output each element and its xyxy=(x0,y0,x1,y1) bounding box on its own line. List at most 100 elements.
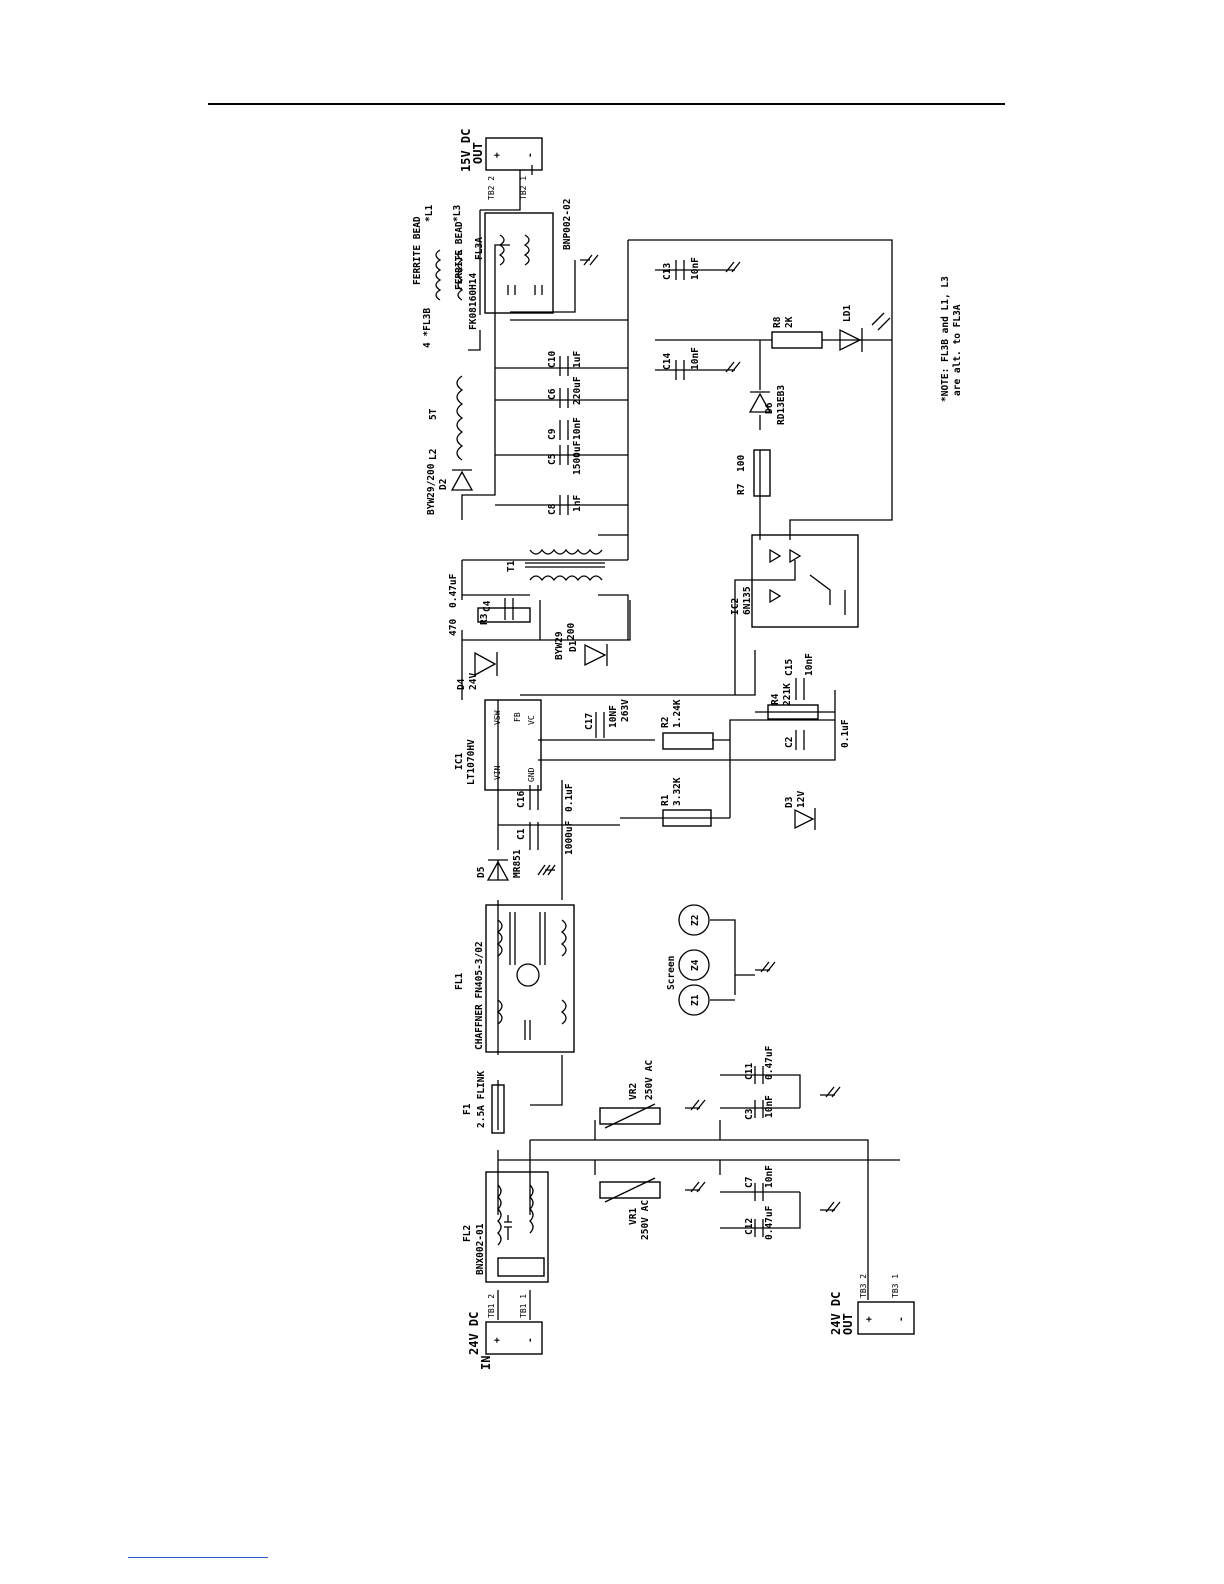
d1-value: 200 xyxy=(566,623,577,640)
l2-inductor: L2 5T xyxy=(428,375,464,461)
c17-extra: 263V xyxy=(620,699,631,722)
c1-ref: C1 xyxy=(516,828,527,840)
connector-15v-out: 15V DC OUT + - TB2 2 TB2 1 xyxy=(459,129,543,200)
r3-value: 470 xyxy=(448,619,459,636)
c7-capacitor: C7 10nF xyxy=(720,1165,800,1201)
vr2-value: 250V AC xyxy=(644,1060,655,1100)
z2-ref: Z2 xyxy=(690,915,701,926)
c11-capacitor: C11 0.47uF xyxy=(720,1045,801,1108)
r2-ref: R2 xyxy=(660,717,671,728)
ic2-ref: IC2 xyxy=(730,598,741,615)
c4-value: 0.47uF xyxy=(448,573,459,608)
c10-value: 1uF xyxy=(572,351,583,368)
conn-out15-title: 15V DC xyxy=(459,129,473,172)
c6-value: 220uF xyxy=(572,376,583,405)
c13-ref: C13 xyxy=(662,263,673,280)
c16-ref: C16 xyxy=(516,791,527,808)
d5-part: MR851 xyxy=(512,849,523,878)
ic1-ref: IC1 xyxy=(454,753,465,770)
z2-terminal xyxy=(678,904,710,936)
screen-label: Screen xyxy=(666,956,677,990)
r4-resistor: R4 221K xyxy=(767,683,819,720)
r2-value: 1.24K xyxy=(672,699,683,728)
c7-ref: C7 xyxy=(744,1177,755,1188)
d2-diode: D2 BYW29/200 xyxy=(426,463,474,515)
fl2-part: BNX002-01 xyxy=(475,1223,486,1275)
conn-out15-minus: - xyxy=(525,152,536,158)
r7-resistor: R7 100 xyxy=(736,449,771,497)
c6-ref: C6 xyxy=(547,388,558,400)
c7-value: 10nF xyxy=(764,1165,775,1188)
c1-capacitor: C1 1000uF xyxy=(516,820,575,855)
screen-group: Screen Z1 Z4 Z2 xyxy=(666,904,710,1016)
c9-ref: C9 xyxy=(547,428,558,440)
z4-terminal xyxy=(678,949,710,981)
d6-ref: D6 xyxy=(764,402,775,414)
conn-in-minus: - xyxy=(525,1337,536,1343)
f1-value: 2.5A FLINK xyxy=(476,1071,487,1128)
ic2-part: 6N135 xyxy=(742,586,753,615)
d2-part: BYW29/200 xyxy=(426,463,437,515)
z1-ref: Z1 xyxy=(690,994,701,1006)
c9-capacitor: C9 10nF xyxy=(547,417,583,440)
c10-capacitor: C10 1uF xyxy=(547,351,583,376)
conn-in-tb2: TB1 2 xyxy=(487,1294,496,1318)
conn-out24-tb2: TB3 2 xyxy=(859,1274,868,1298)
conn-in-tb1: TB1 1 xyxy=(519,1294,528,1318)
conn-in-plus: + xyxy=(492,1337,503,1343)
r7-value: 100 xyxy=(736,455,747,472)
f1-fuse: F1 2.5A FLINK xyxy=(462,1071,505,1134)
c13-value: 10nF xyxy=(690,257,701,280)
d4-ref: D4 xyxy=(456,678,467,690)
c16-capacitor: C16 0.1uF xyxy=(516,783,575,812)
ic1-part: LT1070HV xyxy=(466,739,477,785)
l3-value: FERRITE BEAD xyxy=(454,221,465,290)
fl2-filter: FL2 BNX002-01 xyxy=(462,1171,549,1283)
ld1-led: LD1 xyxy=(839,305,891,352)
r8-resistor: R8 2K xyxy=(771,316,823,349)
c17-value: 10NF xyxy=(608,705,619,728)
fl3b-ref: 4 *FL3B xyxy=(422,308,433,348)
fl1-filter: FL1 CHAFFNER FN405-3/02 xyxy=(454,904,575,1053)
l1-ref: *L1 xyxy=(424,205,435,222)
r7-ref: R7 xyxy=(736,484,747,495)
schematic-note: *NOTE: FL3B and L1, L3 are alt. to FL3A xyxy=(940,276,963,402)
r3-resistor: R3 470 xyxy=(448,607,531,636)
c5-ref: C5 xyxy=(547,453,558,465)
c9-value: 10nF xyxy=(572,417,583,440)
fl1-ref: FL1 xyxy=(454,973,465,990)
conn-out15-sub: OUT xyxy=(471,142,485,164)
c15-value: 10nF xyxy=(804,653,815,676)
c14-value: 10nF xyxy=(690,347,701,370)
z1-terminal xyxy=(678,984,710,1016)
d3-zener: D3 12V xyxy=(784,791,816,830)
d4-zener: D4 24V xyxy=(456,651,498,690)
d3-ref: D3 xyxy=(784,796,795,808)
c5-value: 1500uF xyxy=(572,440,583,475)
c12-ref: C12 xyxy=(744,1218,755,1235)
c15-ref: C15 xyxy=(784,659,795,676)
conn-out24-plus: + xyxy=(864,1316,875,1322)
ic2-optocoupler: IC2 6N135 xyxy=(730,534,859,628)
c3-capacitor: C3 10nF xyxy=(720,1095,800,1120)
r1-ref: R1 xyxy=(660,794,671,806)
r4-ref: R4 xyxy=(770,693,781,705)
fl3a-ref: FL3A xyxy=(474,237,485,260)
ic1-pin-vsw: VSW xyxy=(493,710,502,725)
d1-diode: D1 BYW29 200 xyxy=(554,623,608,667)
l2-ref: L2 xyxy=(428,449,439,460)
note-line1: *NOTE: FL3B and L1, L3 xyxy=(940,276,951,402)
note-line2: are alt. to FL3A xyxy=(952,304,963,396)
r3-ref: R3 xyxy=(479,613,490,625)
c17-ref: C17 xyxy=(584,713,595,730)
c13-capacitor: C13 10nF xyxy=(662,257,701,280)
ld1-ref: LD1 xyxy=(842,305,853,322)
c2-capacitor: C2 0.1uF xyxy=(784,719,851,750)
fl2-ref: FL2 xyxy=(462,1225,473,1242)
conn-out15-tb2: TB2 2 xyxy=(487,176,496,200)
top-rule xyxy=(208,103,1005,105)
d6-diode: D6 RD13EB3 xyxy=(748,385,787,425)
l1-bead: FERRITE BEAD *L1 xyxy=(412,205,435,285)
conn-in-sub: IN xyxy=(479,1356,493,1370)
conn-out15-tb1: TB2 1 xyxy=(519,176,528,200)
